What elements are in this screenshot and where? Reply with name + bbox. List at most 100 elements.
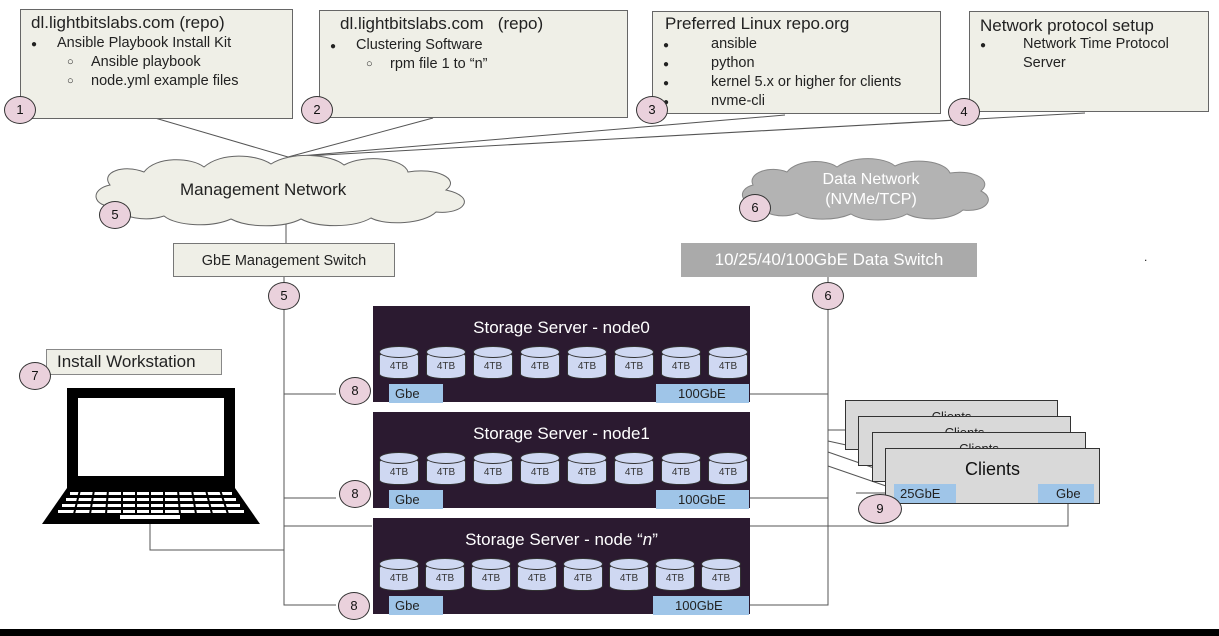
disk-icon: 4TB [701,558,741,592]
disk-icon: 4TB [517,558,557,592]
note-item: Ansible playbook [21,53,239,72]
note-box-linux-repo: Preferred Linux repo.org ansible python … [652,11,941,114]
note-item: nvme-cli [653,92,901,112]
disk-icon: 4TB [655,558,695,592]
disk-label: 4TB [718,467,738,478]
note-item: Server [1023,55,1066,71]
note-item: Clustering Software [320,36,488,56]
gbe-port: Gbe [389,596,443,615]
step-badge-5-switch: 5 [268,282,300,310]
disk-icon: 4TB [708,452,748,486]
disk-label: 4TB [671,361,691,372]
disk-icon: 4TB [426,346,466,380]
note-item: ansible [653,35,901,55]
disk-icon: 4TB [520,452,560,486]
note-box-network-protocol: Network protocol setup Network Time Prot… [969,11,1209,112]
storage-server-node-n: Storage Server - node “n” 4TB 4TB 4TB 4T… [373,518,750,615]
disk-label: 4TB [665,573,685,584]
management-network-label: Management Network [180,180,347,199]
client-card-title: Clients [959,441,999,450]
note-title: dl.lightbitslabs.com (repo) [340,14,544,33]
step-badge-7: 7 [19,362,51,390]
disk-icon: 4TB [379,452,419,486]
data-network-cloud [742,158,989,221]
server-title-italic: n [642,530,653,549]
step-badge-4: 4 [948,98,980,126]
data-network-label-line2: (NVMe/TCP) [825,191,917,208]
disk-icon: 4TB [708,346,748,380]
data-switch: 10/25/40/100GbE Data Switch [681,243,977,277]
data-port: 100GbE [656,490,749,509]
note-item: Network Time Protocol [970,35,1169,55]
note-title: Preferred Linux repo.org [665,14,850,33]
step-badge-6-network: 6 [739,194,771,222]
client-card-title: Clients [944,425,985,434]
note-item: kernel 5.x or higher for clients [653,73,901,93]
data-port: 100GbE [656,384,749,403]
gbe-port: Gbe [389,490,443,509]
disk-icon: 4TB [567,346,607,380]
disk-array: 4TB 4TB 4TB 4TB 4TB 4TB 4TB 4TB [379,452,749,486]
disk-label: 4TB [577,361,597,372]
client-25gbe-port: 25GbE [894,484,956,503]
disk-icon: 4TB [473,346,513,380]
note-box-repo-playbook: dl.lightbitslabs.com (repo) Ansible Play… [20,9,293,119]
server-title-prefix: Storage Server - node “ [465,530,643,549]
disk-label: 4TB [577,467,597,478]
disk-icon: 4TB [426,452,466,486]
step-badge-9: 9 [858,494,902,524]
disk-icon: 4TB [379,346,419,380]
data-port: 100GbE [653,596,749,615]
disk-label: 4TB [573,573,593,584]
step-badge-2: 2 [301,96,333,124]
note-title: Network protocol setup [980,16,1154,35]
server-title: Storage Server - node1 [473,424,650,443]
note-title: dl.lightbitslabs.com (repo) [31,13,225,32]
note-item: rpm file 1 to “n” [320,55,488,74]
step-badge-5-network: 5 [99,201,131,229]
data-network-label: Data Network (NVMe/TCP) [781,170,961,210]
bottom-bar [0,629,1219,636]
disk-label: 4TB [389,467,409,478]
server-title: Storage Server - node0 [473,318,650,337]
note-item: Ansible Playbook Install Kit [21,34,239,54]
disk-label: 4TB [619,573,639,584]
disk-label: 4TB [624,467,644,478]
disk-label: 4TB [389,573,409,584]
disk-label: 4TB [436,467,456,478]
disk-icon: 4TB [567,452,607,486]
disk-label: 4TB [711,573,731,584]
disk-label: 4TB [718,361,738,372]
step-badge-8-node1: 8 [339,480,371,508]
disk-icon: 4TB [563,558,603,592]
data-network-label-line1: Data Network [822,171,920,188]
disk-label: 4TB [389,361,409,372]
disk-label: 4TB [671,467,691,478]
step-badge-3: 3 [636,96,668,124]
disk-label: 4TB [435,573,455,584]
client-gbe-port: Gbe [1038,484,1094,503]
note-item: python [653,54,901,74]
disk-label: 4TB [624,361,644,372]
disk-icon: 4TB [471,558,511,592]
client-card-front: Clients 25GbE Gbe [885,448,1100,504]
step-badge-6-switch: 6 [812,282,844,310]
client-card-title: Clients [931,409,972,418]
storage-server-node1: Storage Server - node1 4TB 4TB 4TB 4TB 4… [373,412,750,509]
disk-icon: 4TB [473,452,513,486]
disk-icon: 4TB [614,346,654,380]
disk-label: 4TB [483,467,503,478]
disk-label: 4TB [527,573,547,584]
disk-array: 4TB 4TB 4TB 4TB 4TB 4TB 4TB 4TB [379,558,749,592]
server-title: Storage Server - node “n” [373,530,750,550]
step-badge-8-node0: 8 [339,377,371,405]
note-box-repo-clustering: dl.lightbitslabs.com (repo) Clustering S… [319,10,628,118]
gbe-port: Gbe [389,384,443,403]
note-item: node.yml example files [21,72,239,91]
gbe-management-switch: GbE Management Switch [173,243,395,277]
disk-icon: 4TB [520,346,560,380]
server-title-suffix: ” [652,530,658,549]
stray-dot: . [1144,250,1148,264]
disk-label: 4TB [483,361,503,372]
